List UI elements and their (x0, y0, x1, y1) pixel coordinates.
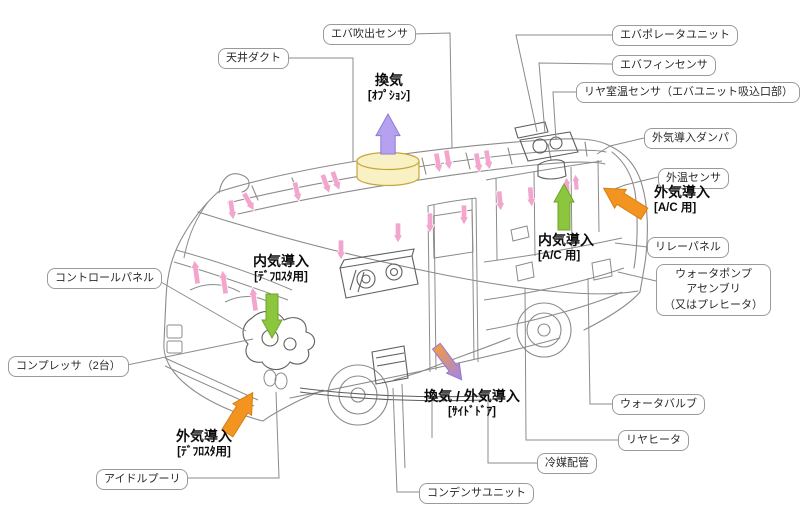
callout-outside-air-damper: 外気導入ダンパ (644, 128, 737, 150)
callout-idle-pulley: アイドルプーリ (96, 469, 189, 491)
callout-outside-temp-sensor: 外温センサ (658, 168, 729, 190)
inside-air-ac-main-text: 内気導入 (538, 232, 594, 248)
inside-air-defroster-arrow (261, 293, 283, 340)
callout-refrigerant-piping: 冷媒配管 (537, 453, 597, 475)
outside-air-defroster-sub-text: [ﾃﾞﾌﾛｽﾀ用] (177, 446, 231, 459)
roof-airflow-10 (495, 190, 506, 212)
callout-ceiling-duct: 天井ダクト (218, 48, 289, 70)
callout-eva-outlet-sensor: エバ吹出センサ (323, 24, 416, 46)
roof-airflow-6 (433, 152, 444, 174)
callout-control-panel: コントロールパネル (47, 268, 162, 290)
callout-rear-room-temp-sensor: リヤ室温センサ（エバユニット吸込口部） (576, 82, 800, 104)
callout-condenser-unit: コンデンサユニット (419, 483, 534, 505)
outside-air-ac-arrow (602, 187, 649, 221)
leader-water-valve (587, 277, 612, 405)
side-door-vent-arrow (431, 342, 463, 381)
annotation-outside-air-defroster: 外気導入 [ﾃﾞﾌﾛｽﾀ用] (176, 428, 232, 459)
roof-airflow-11 (526, 186, 537, 208)
leader-rear-room-temp-sensor (552, 91, 576, 141)
leader-rear-heater (524, 287, 618, 441)
roof-airflow-2 (241, 191, 255, 212)
leader-idle-pulley (180, 391, 280, 479)
leader-eva-fin-sensor (538, 62, 613, 134)
roof-airflow-7 (443, 149, 454, 171)
callout-water-pump-assembly: ウォータポンプ アセンブリ （又はプレヒータ） (656, 264, 771, 317)
leader-eva-outlet-sensor (411, 32, 453, 149)
leader-evaporator-unit (515, 34, 612, 133)
leader-lines (121, 32, 659, 493)
inside-air-ac-sub-text: [A/C 用] (538, 250, 581, 263)
callout-rear-heater: リヤヒータ (618, 430, 689, 452)
inside-air-defroster-sub-text: [ﾃﾞﾌﾛｽﾀ用] (254, 271, 308, 284)
inside-air-defroster-main-text: 内気導入 (253, 253, 309, 269)
callout-eva-fin-sensor: エバフィンセンサ (612, 55, 716, 77)
cabin-airflow-4 (335, 239, 347, 261)
cabin-airflow-1 (392, 222, 404, 244)
outside-air-defroster-main-text: 外気導入 (176, 428, 232, 444)
annotation-vent-option: 換気 [ｵﾌﾟｼｮﾝ] (368, 72, 410, 103)
inside-air-ac-arrow (553, 182, 575, 231)
vent-option-sub-text: [ｵﾌﾟｼｮﾝ] (367, 90, 411, 103)
outside-air-defroster-arrow (220, 391, 254, 438)
callout-compressor-x2: コンプレッサ（2台） (8, 356, 129, 378)
bus-side-details (401, 159, 625, 469)
vent-outside-air-side-door-sub-text: [ｻｲﾄﾞﾄﾞｱ] (448, 406, 496, 419)
leader-outside-air-damper (596, 137, 645, 155)
annotation-inside-air-ac: 内気導入 [A/C 用] (538, 232, 594, 263)
outside-air-ac-main-text: 外気導入 (654, 184, 710, 200)
leader-outside-temp-sensor (611, 176, 659, 191)
vent-option-main-text: 換気 (374, 72, 403, 88)
leader-control-panel (153, 277, 247, 332)
leader-condenser-unit (392, 387, 419, 493)
roof-airflow-5 (329, 170, 342, 192)
leader-refrigerant-piping (487, 398, 537, 464)
roof-airflow-1 (227, 199, 238, 221)
roof-airflow-9 (483, 149, 494, 171)
leader-water-pump-assembly (617, 271, 657, 282)
vent-outside-air-side-door-main-text: 換気 / 外気導入 (424, 388, 520, 404)
outside-air-ac-sub-text: [A/C 用] (654, 202, 697, 215)
bus-front-details (164, 201, 293, 407)
interior-units (242, 121, 579, 402)
callout-relay-panel: リレーパネル (647, 237, 729, 259)
front-airflow-1 (190, 259, 201, 285)
callout-evaporator-unit: エバポレータユニット (612, 25, 738, 47)
bus-body-outline (163, 138, 648, 422)
roof-airflow-8 (473, 152, 484, 174)
cabin-airflow-2 (424, 212, 436, 234)
leader-relay-panel (614, 242, 648, 248)
rear-intake-2 (571, 173, 581, 191)
callout-water-valve: ウォータバルブ (612, 394, 705, 416)
airflow-arrows (190, 112, 649, 438)
roof-airflow-3 (291, 181, 303, 203)
vent-option-arrow (375, 112, 401, 155)
roof-airflow-4 (319, 173, 332, 195)
annotation-inside-air-defroster: 内気導入 [ﾃﾞﾌﾛｽﾀ用] (253, 253, 309, 284)
annotation-outside-air-ac: 外気導入 [A/C 用] (654, 184, 710, 215)
leader-ceiling-duct (286, 57, 354, 162)
annotation-vent-outside-air-side-door: 換気 / 外気導入 [ｻｲﾄﾞﾄﾞｱ] (424, 388, 520, 419)
front-airflow-2 (218, 269, 229, 295)
front-airflow-3 (248, 286, 259, 312)
leader-compressor-x2 (121, 338, 254, 367)
cabin-airflow-3 (458, 204, 470, 226)
